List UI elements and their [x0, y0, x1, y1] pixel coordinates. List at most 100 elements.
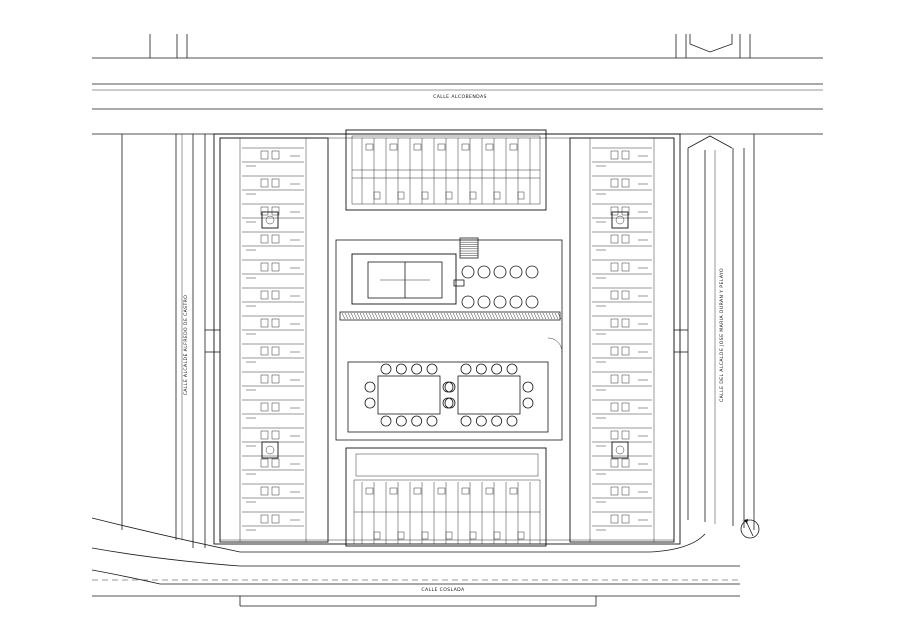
room-fixture [271, 234, 280, 244]
hatch-line [386, 312, 391, 320]
room-fixture [493, 531, 501, 540]
room-fixture [260, 346, 269, 356]
chair [426, 363, 438, 375]
chair [475, 363, 487, 375]
room-fixture [413, 487, 422, 495]
room-fixture [461, 143, 470, 151]
chair [491, 363, 503, 375]
room-fixture [445, 191, 453, 200]
room-fixture [271, 206, 280, 216]
hatch-line [443, 312, 448, 320]
hatch-line [410, 312, 415, 320]
hatch-line [350, 312, 355, 320]
chair [475, 415, 487, 427]
room-fixture [621, 346, 630, 356]
room-fixture [271, 486, 280, 496]
hatch-line [518, 312, 523, 320]
hatch-line [425, 312, 430, 320]
street-label-south: CALLE COSLADA [421, 587, 465, 593]
hatch-line [482, 312, 487, 320]
round-table [525, 265, 539, 279]
west-street: CALLE ALCALDE ALFREDO DE CASTRO [121, 134, 206, 548]
room-fixture [260, 514, 269, 524]
round-table [477, 295, 491, 309]
hatch-line [491, 312, 496, 320]
hatch-line [557, 312, 562, 320]
hatch-line [389, 312, 394, 320]
round-table [509, 295, 523, 309]
round-table [477, 265, 491, 279]
room-fixture [610, 402, 619, 412]
street-label-west: CALLE ALCALDE ALFREDO DE CASTRO [183, 295, 189, 396]
hatch-line [374, 312, 379, 320]
hatch-line [422, 312, 427, 320]
room-fixture [437, 487, 446, 495]
room-fixture [621, 318, 630, 328]
hatch-line [359, 312, 364, 320]
east-wing [569, 137, 688, 543]
hatch-line [503, 312, 508, 320]
hatch-line [497, 312, 502, 320]
room-fixture [437, 143, 446, 151]
hatch-line [413, 312, 418, 320]
room-fixture [517, 191, 525, 200]
hatch-line [485, 312, 490, 320]
hatch-line [440, 312, 445, 320]
stair-core [265, 215, 275, 225]
hatch-line [545, 312, 550, 320]
hatch-line [524, 312, 529, 320]
room-fixture [621, 206, 630, 216]
hatch-line [362, 312, 367, 320]
stair-frame [459, 237, 479, 259]
hatch-line [407, 312, 412, 320]
chair [411, 415, 423, 427]
hatch-line [392, 312, 397, 320]
room-fixture [397, 531, 405, 540]
street-label-north: CALLE ALCOBENDAS [433, 94, 487, 100]
stair-core [615, 215, 625, 225]
room-fixture [260, 234, 269, 244]
room-fixture [260, 374, 269, 384]
hatch-line [431, 312, 436, 320]
room-fixture [517, 531, 525, 540]
room-fixture [421, 191, 429, 200]
hatch-line [506, 312, 511, 320]
hatch-line [416, 312, 421, 320]
hatch-line [437, 312, 442, 320]
hatch-line [494, 312, 499, 320]
east-wing-rooms [592, 147, 652, 531]
room-fixture [610, 290, 619, 300]
small-table [453, 279, 465, 287]
chair [460, 363, 472, 375]
room-fixture [485, 143, 494, 151]
hatch-line [458, 312, 463, 320]
hatch-line [533, 312, 538, 320]
room-fixture [610, 150, 619, 160]
chair [442, 381, 454, 393]
room-fixture [397, 191, 405, 200]
room-fixture [271, 514, 280, 524]
room-fixture [610, 346, 619, 356]
room-fixture [621, 234, 630, 244]
room-fixture [271, 150, 280, 160]
hatch-line [452, 312, 457, 320]
room-fixture [260, 150, 269, 160]
room-fixture [621, 486, 630, 496]
hatched-strip [339, 311, 561, 321]
room-fixture [469, 531, 477, 540]
room-fixture [610, 262, 619, 272]
room-fixture [610, 430, 619, 440]
stair-core [265, 445, 275, 455]
chair [491, 415, 503, 427]
chair [506, 363, 518, 375]
hatch-line [470, 312, 475, 320]
room-fixture [260, 486, 269, 496]
chair [364, 381, 376, 393]
room-fixture [445, 531, 453, 540]
table-right [457, 375, 521, 415]
room-fixture [461, 487, 470, 495]
hatch-line [398, 312, 403, 320]
room-fixture [365, 487, 374, 495]
room-fixture [260, 458, 269, 468]
